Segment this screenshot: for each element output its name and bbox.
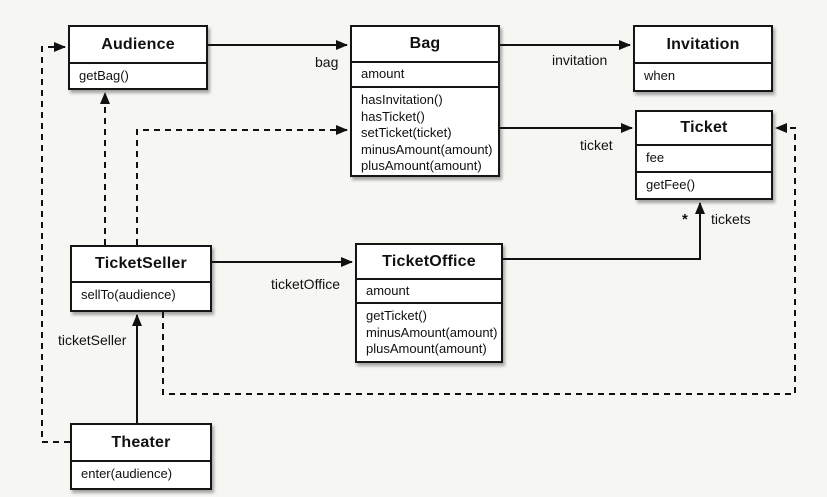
method: plusAmount(amount): [361, 158, 482, 173]
class-bag-attributes: amount: [352, 61, 498, 86]
edge-label-ticketoffice: ticketOffice: [271, 276, 340, 292]
method: getTicket(): [366, 308, 427, 323]
class-audience-methods: getBag(): [70, 62, 206, 89]
method: plusAmount(amount): [366, 341, 487, 356]
class-invitation-title: Invitation: [666, 35, 740, 53]
class-ticket-title: Ticket: [680, 119, 728, 136]
class-ticketseller-methods: sellTo(audience): [72, 281, 210, 308]
edge-label-multiplicity-star: *: [682, 211, 688, 228]
class-audience: Audience getBag(): [68, 25, 208, 90]
method: enter(audience): [81, 466, 173, 481]
class-ticketoffice-methods: getTicket() minusAmount(amount) plusAmou…: [357, 302, 501, 362]
class-theater-title: Theater: [111, 433, 171, 451]
class-ticket: Ticket fee getFee(): [635, 110, 773, 200]
class-audience-title: Audience: [101, 35, 175, 53]
method: sellTo(audience): [81, 287, 176, 302]
class-ticketseller: TicketSeller sellTo(audience): [70, 245, 212, 312]
method: getFee(): [646, 177, 696, 192]
edge-label-bag: bag: [315, 54, 339, 70]
class-theater: Theater enter(audience): [70, 423, 212, 490]
class-bag-title: Bag: [409, 35, 441, 52]
edge-label-invitation: invitation: [552, 52, 608, 68]
class-ticketoffice-title: TicketOffice: [382, 252, 476, 270]
class-bag: Bag amount hasInvitation() hasTicket() s…: [350, 25, 500, 177]
method: setTicket(ticket): [361, 125, 452, 140]
method: minusAmount(amount): [366, 324, 498, 340]
class-bag-methods: hasInvitation() hasTicket() setTicket(ti…: [352, 86, 498, 179]
class-invitation: Invitation when: [633, 25, 773, 92]
edge-ticketoffice-ticket: [503, 202, 705, 260]
class-theater-methods: enter(audience): [72, 460, 210, 487]
attribute: amount: [366, 283, 410, 298]
class-ticketseller-title: TicketSeller: [95, 255, 187, 272]
method: minusAmount(amount): [361, 141, 493, 157]
class-invitation-attributes: when: [635, 62, 771, 89]
edge-label-ticketseller: ticketSeller: [58, 332, 127, 348]
method: getBag(): [79, 68, 129, 83]
attribute: amount: [361, 66, 405, 81]
class-ticket-attributes: fee: [637, 144, 771, 171]
class-ticketoffice-attributes: amount: [357, 278, 501, 302]
method: hasTicket(): [361, 108, 425, 124]
method: hasInvitation(): [361, 92, 443, 107]
class-ticketoffice: TicketOffice amount getTicket() minusAmo…: [355, 243, 503, 363]
class-ticket-methods: getFee(): [637, 171, 771, 198]
edge-ticketseller-bag-dependency: [136, 125, 348, 245]
attribute: when: [644, 68, 676, 83]
edge-theater-audience-dependency: [41, 42, 70, 443]
attribute: fee: [646, 150, 665, 165]
edge-label-ticket: ticket: [580, 137, 613, 153]
edge-label-tickets: tickets: [711, 211, 751, 227]
